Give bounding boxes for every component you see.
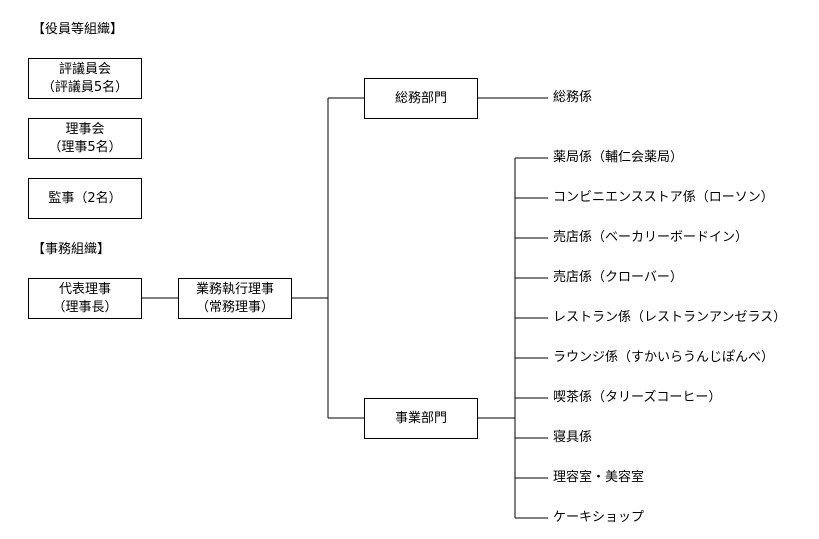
auditor-box: 監事（2名） — [28, 178, 142, 219]
executive-box: 業務執行理事 （常務理事） — [178, 278, 292, 319]
section-pharmacy: 薬局係（輔仁会薬局） — [553, 150, 684, 165]
section-shop-clover: 売店係（クローバー） — [553, 270, 683, 285]
council-members: （評議員5名） — [41, 79, 129, 95]
general-affairs-department-box: 総務部門 — [364, 78, 478, 119]
section-shop-bakery: 売店係（ベーカリーボードイン） — [553, 230, 749, 245]
representative-role: （理事長） — [52, 299, 118, 315]
representative-box: 代表理事 （理事長） — [28, 278, 142, 319]
general-affairs-department-label: 総務部門 — [394, 90, 447, 106]
executive-role: （常務理事） — [195, 299, 274, 315]
representative-title: 代表理事 — [58, 281, 111, 297]
business-department-box: 事業部門 — [364, 398, 478, 439]
section-lounge: ラウンジ係（すかいらうんじぽんべ） — [553, 350, 775, 365]
auditor-name: 監事（2名） — [48, 190, 122, 206]
business-department-label: 事業部門 — [394, 410, 447, 426]
section-bedding: 寝具係 — [553, 430, 593, 445]
board-box: 理事会 （理事5名） — [28, 118, 142, 159]
council-box: 評議員会 （評議員5名） — [28, 58, 142, 99]
section-cafe: 喫茶係（タリーズコーヒー） — [553, 390, 722, 405]
board-name: 理事会 — [65, 121, 105, 137]
officers-heading: 【役員等組織】 — [32, 22, 124, 37]
board-members: （理事5名） — [48, 139, 122, 155]
section-general-affairs: 総務係 — [553, 90, 593, 105]
office-heading: 【事務組織】 — [32, 242, 111, 257]
section-restaurant: レストラン係（レストランアンゼラス） — [553, 310, 787, 325]
section-cake-shop: ケーキショップ — [553, 510, 645, 525]
section-barber-beauty: 理容室・美容室 — [553, 470, 645, 485]
section-convenience-store: コンビニエンスストア係（ローソン） — [553, 190, 774, 205]
executive-title: 業務執行理事 — [195, 281, 274, 297]
council-name: 評議員会 — [58, 61, 111, 77]
